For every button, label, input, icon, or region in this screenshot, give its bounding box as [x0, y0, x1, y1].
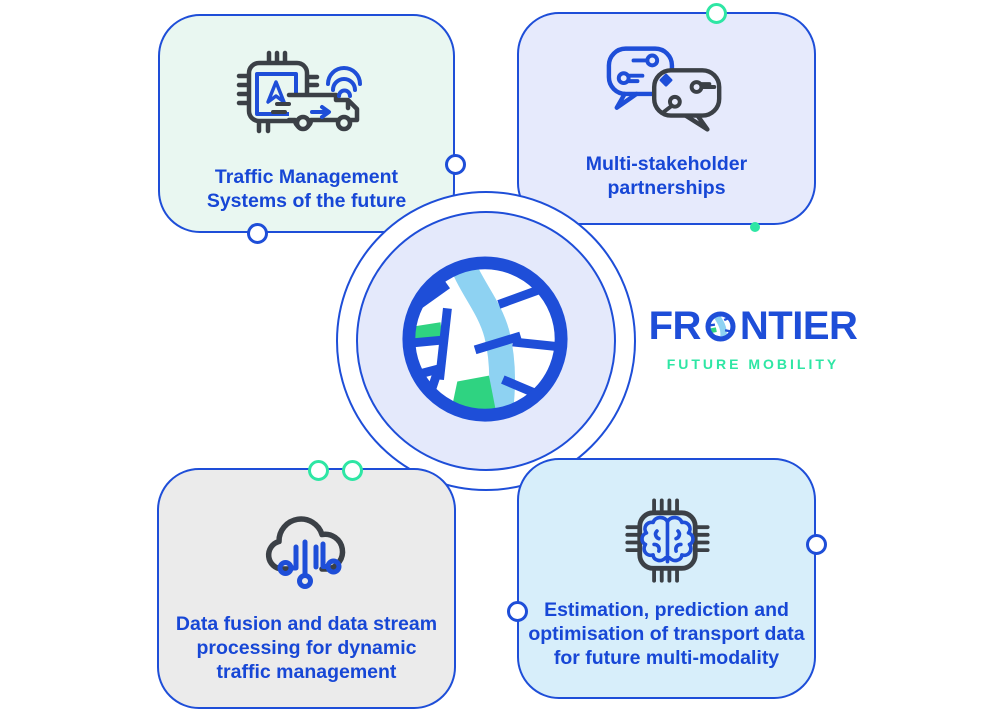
connector-dot-blue [506, 600, 528, 622]
card-data-fusion-label: Data fusion and data stream processing f… [175, 613, 438, 683]
chip-navigation-truck-icon [236, 50, 362, 134]
card-data-fusion: Data fusion and data stream processing f… [157, 468, 456, 709]
frontier-map-logo [402, 256, 568, 422]
card-traffic-management: Traffic Management Systems of the future [158, 14, 455, 233]
connector-dot-green [705, 2, 727, 24]
frontier-wordmark-start: FR [648, 304, 702, 348]
card-multi-stakeholder: Multi-stakeholder partnerships [517, 12, 816, 225]
circuit-speech-bubbles-icon [606, 46, 721, 132]
frontier-wordmark-end: NTIER [739, 304, 858, 348]
connector-dot-green [341, 459, 363, 481]
frontier-wordmark: FR NTIER [648, 304, 858, 349]
connector-dot-blue [805, 533, 827, 555]
connector-dot-blue [444, 153, 466, 175]
connector-dot-blue [246, 222, 268, 244]
cloud-data-circuit-icon [265, 516, 345, 589]
connector-dot-green-small [750, 222, 760, 232]
card-estimation-label: Estimation, prediction and optimisation … [528, 599, 805, 669]
frontier-logo: FR NTIER FUTURE MOBILITY [648, 304, 858, 372]
card-multi-stakeholder-label: Multi-stakeholder partnerships [585, 153, 748, 199]
frontier-logo-o-icon [705, 311, 736, 342]
frontier-tagline: FUTURE MOBILITY [666, 356, 840, 372]
chip-brain-icon [624, 498, 710, 583]
connector-dot-green [307, 459, 329, 481]
card-estimation: Estimation, prediction and optimisation … [517, 458, 816, 699]
card-traffic-management-label: Traffic Management Systems of the future [206, 166, 407, 212]
